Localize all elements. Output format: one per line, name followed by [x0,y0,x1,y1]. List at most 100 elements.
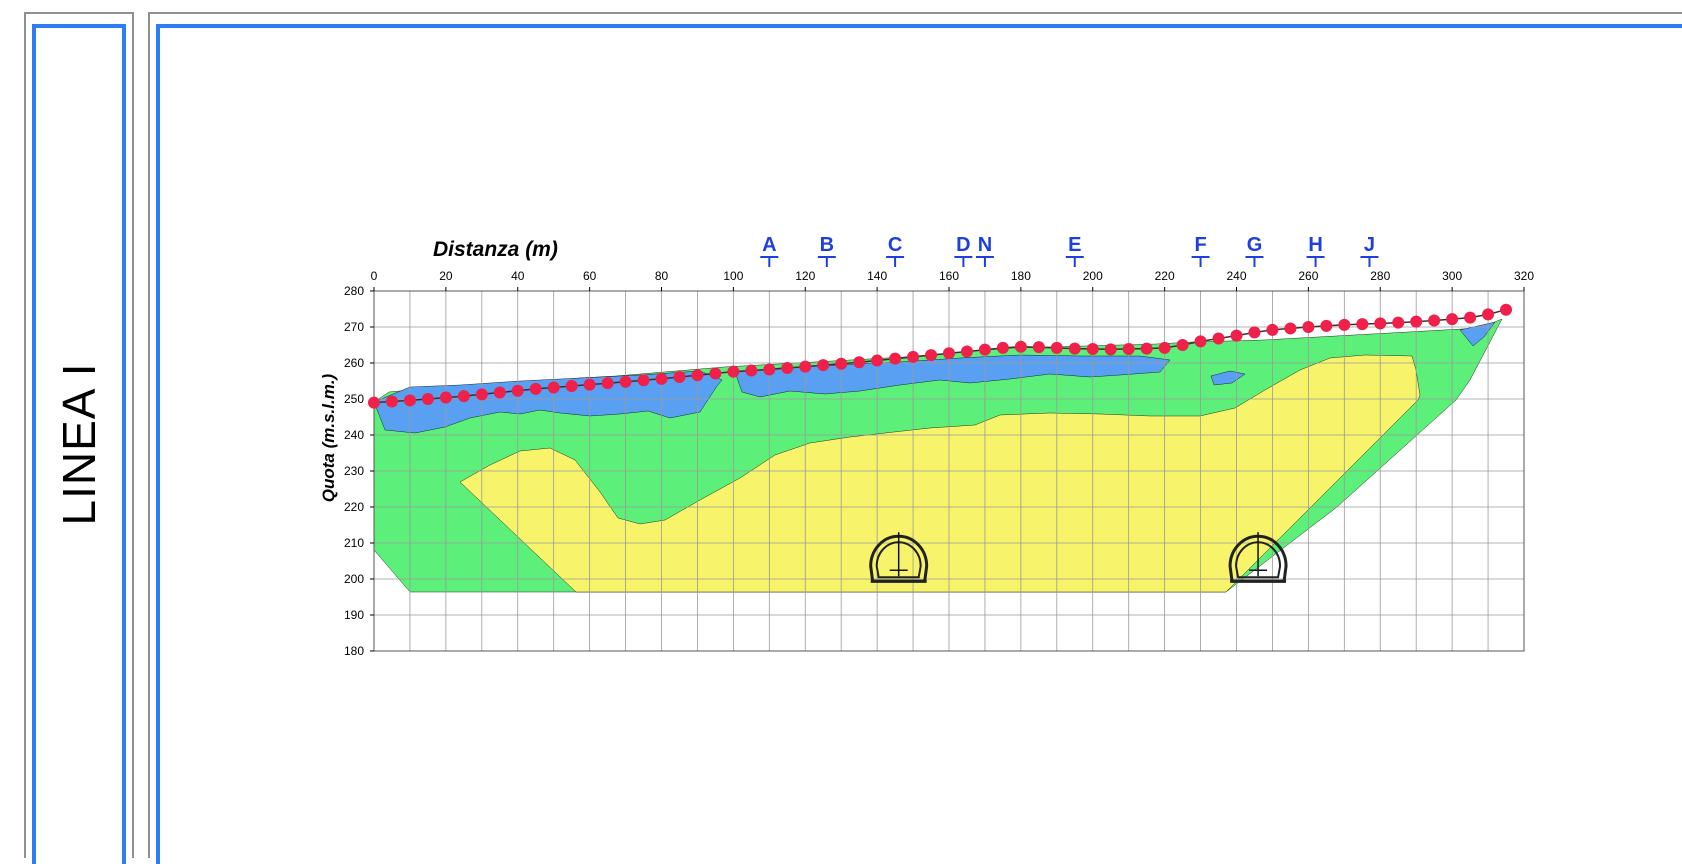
section-label: G [1247,234,1263,256]
surface-point [601,377,614,390]
surface-point [727,365,740,378]
zone-layers [374,318,1503,593]
y-tick-label: 250 [344,392,364,406]
x-tick-label: 80 [655,269,669,283]
x-tick-label: 120 [795,269,815,283]
surface-point [1068,342,1081,355]
section-label: C [888,234,902,256]
surface-point [403,394,416,407]
surface-point [547,381,560,394]
y-tick-label: 190 [344,608,364,622]
surface-point [1284,322,1297,335]
surface-point [1158,341,1171,354]
surface-point [835,357,848,370]
surface-point [1194,335,1207,348]
y-tick-label: 270 [344,320,364,334]
y-tick-label: 260 [344,356,364,370]
surface-point [1482,308,1495,321]
section-label: F [1194,234,1206,256]
surface-point [709,367,722,380]
x-tick-label: 40 [511,269,525,283]
x-tick-label: 200 [1083,269,1103,283]
tunnel-symbol [1228,532,1288,583]
main-panel [156,24,1682,864]
section-marker-g: G [1245,234,1264,267]
surface-point [511,384,524,397]
surface-point [1122,342,1135,355]
surface-point [475,388,488,401]
x-tick-label: 60 [583,269,597,283]
tunnel-outline [1228,534,1288,583]
section-marker-e: E [1065,234,1084,267]
surface-point [493,386,506,399]
y-tick-label: 200 [344,572,364,586]
surface-point [1032,341,1045,354]
surface-point [781,362,794,375]
surface-point [1050,341,1063,354]
section-marker-h: H [1306,234,1325,267]
surface-point [1356,318,1369,331]
y-tick-label: 210 [344,536,364,550]
surface-point [673,371,686,384]
section-marker-a: A [760,234,779,267]
tunnel-lining [875,541,922,579]
surface-point [385,395,398,408]
surface-point [439,391,452,404]
grid-lines [374,291,1524,651]
surface-point [925,349,938,362]
section-marker-f: F [1191,234,1210,267]
section-marker-j: J [1360,234,1379,267]
section-marker-n: N [975,234,994,267]
section-label: D [956,234,970,256]
surface-point [889,352,902,365]
x-tick-label: 180 [1011,269,1031,283]
side-title-frame: LINEA I [24,12,134,864]
surface-point [368,396,380,409]
x-tick-label: 280 [1370,269,1390,283]
surface-point [1230,329,1243,342]
y-tick-label: 240 [344,428,364,442]
surface-point [1104,343,1117,356]
main-frame [148,12,1682,864]
surface-point [565,380,578,393]
y-tick-label: 280 [344,284,364,298]
section-marker-b: B [817,234,836,267]
x-tick-label: 160 [939,269,959,283]
surface-point [1464,311,1477,324]
surface-point [871,354,884,367]
surface-point [1212,332,1225,345]
tunnel-symbol [869,532,929,583]
x-tick-label: 140 [867,269,887,283]
x-tick-label: 20 [439,269,453,283]
surface-point [1302,321,1315,333]
section-label: E [1068,234,1081,256]
surface-point [1500,303,1513,316]
section-label: N [978,234,992,256]
surface-point [817,359,830,372]
surface-point [1320,319,1333,332]
x-tick-label: 300 [1442,269,1462,283]
y-tick-label: 220 [344,500,364,514]
surface-point [853,356,866,369]
y-tick-label: 230 [344,464,364,478]
surface-point [1086,342,1099,355]
surface-point [799,360,812,373]
surface-point [1428,314,1441,327]
surface-point [960,345,973,358]
side-title-panel: LINEA I [32,24,126,864]
tunnel-symbols [869,532,1288,583]
y-axis-ticks: 280 270 260 250 240 230 220 210 200 190 180 [344,284,374,658]
surface-point [1410,315,1423,328]
zone-blue-west [374,370,723,434]
x-tick-label: 220 [1155,269,1175,283]
tunnel-lining [1235,541,1282,579]
surface-point [996,341,1009,354]
surface-point [637,374,650,387]
surface-point [691,369,704,382]
surface-line [373,308,1507,404]
y-tick-label: 180 [344,644,364,658]
x-tick-label: 100 [723,269,743,283]
